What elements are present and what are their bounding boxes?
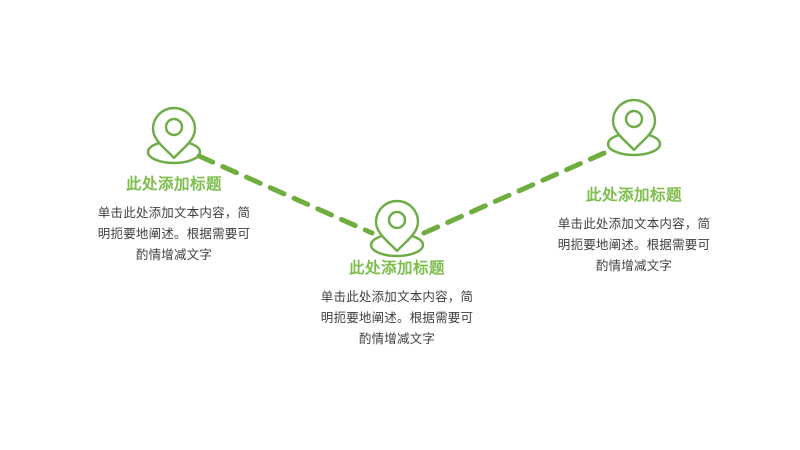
node-text-block-left: 此处添加标题 单击此处添加文本内容，简 明扼要地阐述。根据需要可 酌情增减文字 [54, 175, 294, 266]
node-title-left: 此处添加标题 [125, 176, 222, 193]
node-body-line: 单击此处添加文本内容，简 [97, 206, 251, 220]
pin-inner-circle [624, 109, 644, 129]
pin-balloon [611, 98, 657, 152]
node-body-middle: 单击此处添加文本内容，简 明扼要地阐述。根据需要可 酌情增减文字 [277, 287, 517, 350]
node-body-left: 单击此处添加文本内容，简 明扼要地阐述。根据需要可 酌情增减文字 [54, 203, 294, 266]
node-body-line: 明扼要地阐述。根据需要可 [97, 227, 251, 241]
pin-inner-circle [387, 210, 407, 230]
map-pin-icon-middle[interactable] [359, 193, 435, 263]
map-pin-icon [369, 199, 425, 258]
pin-balloon [151, 106, 197, 160]
node-body-right: 单击此处添加文本内容，简 明扼要地阐述。根据需要可 酌情增减文字 [514, 214, 754, 277]
node-body-line: 单击此处添加文本内容，简 [320, 290, 474, 304]
node-body-line: 酌情增减文字 [135, 248, 213, 262]
node-body-line: 明扼要地阐述。根据需要可 [320, 311, 474, 325]
node-body-line: 明扼要地阐述。根据需要可 [557, 238, 711, 252]
node-text-block-right: 此处添加标题 单击此处添加文本内容，简 明扼要地阐述。根据需要可 酌情增减文字 [514, 186, 754, 277]
pin-balloon [374, 199, 420, 253]
node-body-line: 酌情增减文字 [595, 259, 673, 273]
map-pin-icon-left[interactable] [136, 100, 212, 170]
node-title-right: 此处添加标题 [585, 187, 682, 204]
node-body-line: 单击此处添加文本内容，简 [557, 217, 711, 231]
node-body-line: 酌情增减文字 [358, 332, 436, 346]
pin-inner-circle [164, 117, 184, 137]
node-text-block-middle: 此处添加标题 单击此处添加文本内容，简 明扼要地阐述。根据需要可 酌情增减文字 [277, 259, 517, 350]
map-pin-icon [606, 98, 662, 157]
node-title-middle: 此处添加标题 [348, 260, 445, 277]
map-pin-icon-right[interactable] [596, 92, 672, 162]
map-pin-icon [146, 106, 202, 165]
